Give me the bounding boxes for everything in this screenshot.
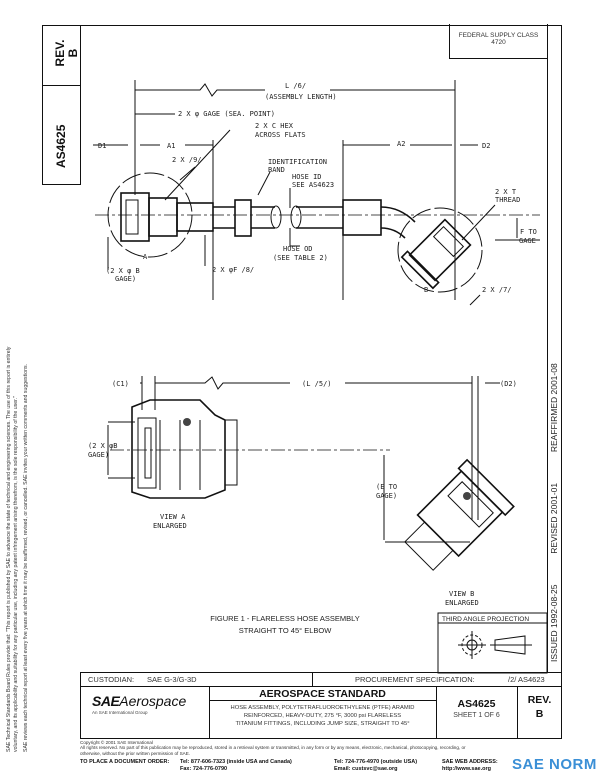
- copyright: Copyright © 2001 SAE International: [80, 740, 153, 745]
- enlarged-views: [107, 376, 515, 571]
- figure-caption-2: STRAIGHT TO 45° ELBOW: [239, 626, 333, 635]
- label-view-b-2: ENLARGED: [445, 599, 479, 607]
- label-b-gage-bottom-2: GAGE): [88, 451, 109, 459]
- top-assembly-view: [93, 80, 540, 306]
- third-angle-projection-box: THIRD ANGLE PROJECTION: [437, 612, 548, 674]
- label-b-gage-2: GAGE): [115, 275, 136, 283]
- projection-label: THIRD ANGLE PROJECTION: [442, 616, 529, 623]
- label-id-band: IDENTIFICATION: [268, 158, 327, 166]
- web-address-label: SAE WEB ADDRESS:: [442, 759, 498, 765]
- label-view-a: VIEW A: [160, 513, 186, 521]
- fsc-value: 4720: [491, 39, 506, 46]
- label-hose-od-2: (SEE TABLE 2): [273, 254, 328, 262]
- drawing-frame: [81, 25, 562, 673]
- label-e-gage: (E TO: [376, 483, 397, 491]
- label-f-dia: 2 X φF /8/: [212, 266, 254, 274]
- federal-supply-class-box: FEDERAL SUPPLY CLASS 4720: [449, 24, 548, 59]
- label-d2: D2: [482, 142, 490, 150]
- label-thread-2: THREAD: [495, 196, 520, 204]
- figure-caption: FIGURE 1 - FLARELESS HOSE ASSEMBLY: [210, 614, 360, 623]
- rights-text: All rights reserved. No part of this pub…: [80, 745, 466, 751]
- label-hex-flats: ACROSS FLATS: [255, 131, 306, 139]
- label-c1: (C1): [112, 380, 129, 388]
- copyright-notice: Copyright © 2001 SAE International All r…: [80, 740, 466, 756]
- label-a1: A1: [167, 142, 175, 150]
- sae-aerospace-logo: SAEAerospace An SAE International Group: [92, 693, 186, 715]
- label-f-gage-2: GAGE: [519, 237, 536, 245]
- revision-strip-line: [547, 58, 548, 673]
- phone-inside-usa: Tel: 877-606-7323 (inside USA and Canada…: [180, 759, 292, 765]
- fax: Fax: 724-776-0790: [180, 765, 228, 772]
- procurement-value: /2/ AS4623: [508, 675, 545, 684]
- logo-sae: SAE: [92, 693, 120, 709]
- label-view-a-2: ENLARGED: [153, 522, 187, 530]
- document-description: HOSE ASSEMBLY, POLYTETRAFLUOROETHYLENE (…: [209, 704, 436, 728]
- label-note7: 2 X /7/: [482, 286, 512, 294]
- phone-outside-usa: Tel: 724-776-4970 (outside USA): [334, 759, 418, 765]
- label-hex: 2 X C HEX: [255, 122, 294, 130]
- sheet-number: SHEET 1 OF 6: [453, 712, 500, 719]
- custodian-value: SAE G-3/G-3D: [147, 675, 197, 684]
- label-thread: 2 X T: [495, 188, 517, 196]
- enlarged-view-labels: (C1) (L /5/) (D2) (2 X φB GAGE) (E TO GA…: [88, 380, 517, 607]
- web-address-link[interactable]: http://www.sae.org: [442, 765, 491, 772]
- label-f-gage: F TO: [520, 228, 537, 236]
- side-rev-block: [42, 25, 81, 185]
- fsc-label: FEDERAL SUPPLY CLASS: [458, 32, 539, 39]
- label-detail-a: A: [143, 253, 148, 261]
- standard-title: AEROSPACE STANDARD: [259, 688, 386, 700]
- label-a2: A2: [397, 140, 405, 148]
- custodian-label: CUSTODIAN:: [88, 675, 135, 684]
- top-view-labels: L /6/ (ASSEMBLY LENGTH) 2 X φ GAGE (SEA.…: [98, 82, 537, 294]
- label-note9: 2 X /9/: [172, 156, 202, 164]
- rev-value: B: [535, 708, 544, 720]
- label-b-gage: (2 X φ B: [106, 267, 140, 275]
- label-hose-id-2: SEE AS4623: [292, 181, 334, 189]
- order-contacts-usa: Tel: 877-606-7323 (inside USA and Canada…: [180, 759, 292, 772]
- order-contacts-intl: Tel: 724-776-4970 (outside USA) Email: c…: [334, 759, 417, 772]
- email-link[interactable]: Email: custsvc@sae.org: [334, 765, 398, 772]
- label-gage-seal: 2 X φ GAGE (SEA. POINT): [178, 110, 275, 118]
- procurement-label: PROCUREMENT SPECIFICATION:: [355, 675, 475, 684]
- order-label: TO PLACE A DOCUMENT ORDER:: [80, 759, 170, 765]
- label-b-gage-bottom: (2 X φB: [88, 442, 118, 450]
- logo-sub: An SAE International Group: [92, 710, 148, 715]
- label-e-gage-2: GAGE): [376, 492, 397, 500]
- label-id-band-2: BAND: [268, 166, 285, 174]
- label-d1: D1: [98, 142, 106, 150]
- rights-text-2: otherwise, without the prior written per…: [80, 750, 191, 756]
- rev-label: REV.: [527, 694, 552, 706]
- web-address: SAE WEB ADDRESS: http://www.sae.org: [442, 759, 498, 772]
- title-block: [80, 686, 562, 739]
- custodian-row: [80, 672, 562, 687]
- description-line: REINFORCED, HEAVY-DUTY, 275 °F, 3000 psi…: [243, 713, 402, 719]
- label-view-b: VIEW B: [449, 590, 474, 598]
- label-hose-id: HOSE ID: [292, 173, 322, 181]
- title-rev: REV. B: [517, 693, 562, 721]
- logo-aerospace: Aerospace: [119, 693, 187, 709]
- side-rev-divider: [42, 85, 81, 86]
- label-assembly-length: (ASSEMBLY LENGTH): [265, 93, 337, 101]
- label-hose-od: HOSE OD: [283, 245, 313, 253]
- description-line: HOSE ASSEMBLY, POLYTETRAFLUOROETHYLENE (…: [230, 705, 415, 711]
- doc-number: AS4625: [457, 698, 496, 710]
- description-line: TITANIUM FITTINGS, INCLUDING JUMP SIZE, …: [235, 721, 410, 727]
- label-l5: (L /5/): [302, 380, 332, 388]
- label-detail-b: B: [424, 286, 428, 294]
- label-d2-bottom: (D2): [500, 380, 517, 388]
- sae-norm-watermark: SAE NORM: [512, 756, 597, 773]
- label-l: L /6/: [285, 82, 306, 90]
